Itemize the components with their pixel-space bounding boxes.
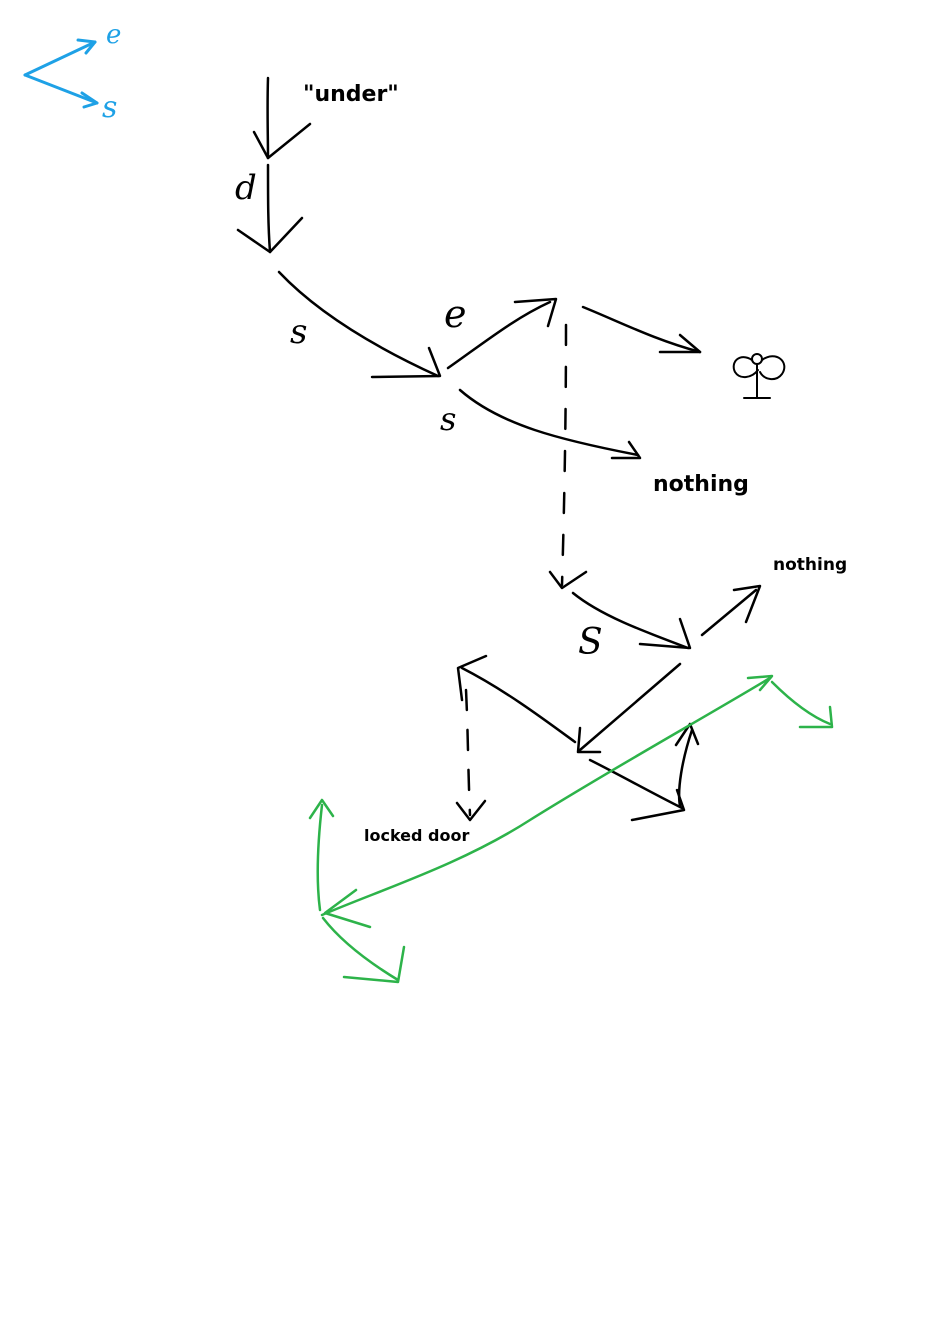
label-nothing-1: nothing bbox=[653, 472, 749, 497]
label-s-3: S bbox=[578, 622, 603, 663]
label-d: d bbox=[235, 168, 257, 208]
green-arrowhead-southeast bbox=[798, 705, 834, 729]
arrow-northwest-1 bbox=[460, 666, 577, 744]
arrow-east-3 bbox=[700, 588, 758, 637]
bug-sketch-icon bbox=[732, 353, 786, 399]
green-arrow-long bbox=[320, 676, 772, 917]
arrowhead-down-1 bbox=[252, 122, 312, 160]
compass-legend-icon bbox=[23, 38, 99, 109]
label-s-2: s bbox=[440, 400, 457, 438]
arrow-south-3 bbox=[571, 591, 690, 650]
arrowhead-south-1 bbox=[370, 346, 442, 379]
arrow-southwest-1 bbox=[578, 662, 682, 752]
arrowhead-southwest-1 bbox=[576, 726, 602, 754]
green-arrowhead-southwest bbox=[323, 888, 372, 929]
arrowhead-dashed-1 bbox=[548, 570, 588, 590]
arrow-south-2 bbox=[458, 388, 640, 457]
arrowhead-east-1 bbox=[513, 297, 558, 328]
arrowhead-east-2 bbox=[658, 333, 702, 354]
green-arrow-southeast bbox=[770, 680, 832, 726]
arrowhead-dashed-2 bbox=[455, 799, 487, 822]
dashed-arrow-down-1 bbox=[560, 323, 568, 587]
dashed-arrow-down-2 bbox=[464, 688, 472, 817]
arrowhead-east-3 bbox=[732, 584, 762, 624]
label-under: "under" bbox=[303, 82, 399, 107]
arrow-down-2 bbox=[266, 163, 272, 254]
legend-south-label: s bbox=[102, 90, 118, 125]
arrow-south-1 bbox=[277, 270, 440, 378]
green-arrowhead-north bbox=[308, 798, 335, 820]
arrowhead-south-2 bbox=[610, 440, 642, 460]
green-arrowhead-southeast-2 bbox=[342, 945, 406, 984]
label-s-1: s bbox=[290, 312, 308, 352]
arrow-north-1 bbox=[677, 728, 694, 808]
label-nothing-2: nothing bbox=[773, 555, 848, 575]
arrow-east-2 bbox=[581, 305, 702, 354]
arrowhead-south-3 bbox=[638, 617, 692, 650]
arrowhead-northwest-1 bbox=[456, 654, 488, 702]
arrow-east-1 bbox=[446, 300, 552, 370]
green-arrow-north bbox=[316, 803, 324, 912]
legend-east-label: e bbox=[106, 20, 122, 50]
green-arrowhead-northeast bbox=[746, 674, 774, 692]
arrow-southeast-1 bbox=[588, 758, 684, 810]
green-arrow-southeast-2 bbox=[321, 916, 400, 982]
label-locked-door: locked door bbox=[364, 826, 470, 845]
label-e-1: e bbox=[444, 292, 467, 336]
arrowhead-down-2 bbox=[236, 216, 304, 254]
